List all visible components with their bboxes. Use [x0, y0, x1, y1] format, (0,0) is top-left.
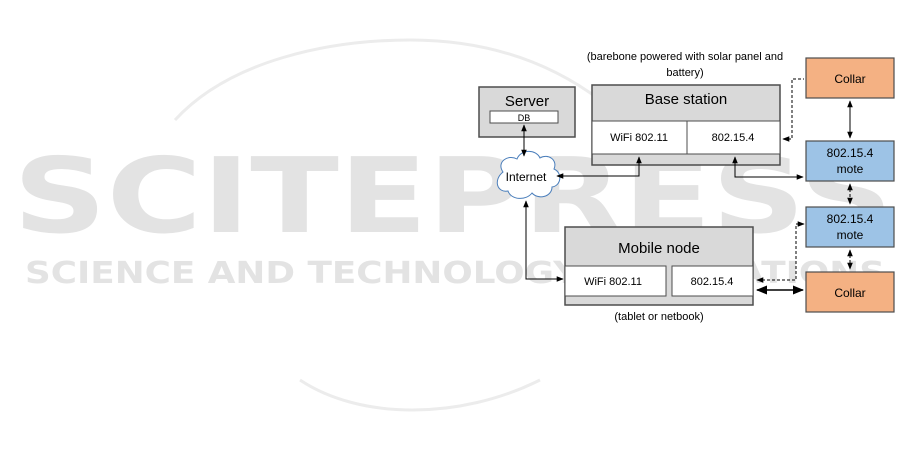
mobile-radio-label: 802.15.4	[691, 276, 734, 288]
base-station-box: Base station WiFi 802.11 802.15.4	[592, 85, 780, 165]
mobile-node-title: Mobile node	[618, 240, 700, 257]
base-station-note-line1: (barebone powered with solar panel and	[587, 51, 783, 63]
base-station-note-line2: battery)	[666, 67, 703, 79]
server-box: Server DB	[479, 87, 575, 137]
base-wifi-label: WiFi 802.11	[610, 132, 668, 144]
mote-bottom-line2: mote	[837, 228, 864, 242]
collar-bottom-label: Collar	[834, 286, 865, 300]
collar-top-label: Collar	[834, 72, 865, 86]
internet-label: Internet	[506, 170, 547, 184]
mobile-node-note: (tablet or netbook)	[614, 311, 703, 323]
db-label: DB	[518, 113, 531, 123]
mote-top-line1: 802.15.4	[827, 146, 874, 160]
mote-top-box: 802.15.4 mote	[806, 141, 894, 181]
server-title: Server	[505, 93, 549, 110]
mobile-node-box: Mobile node WiFi 802.11 802.15.4	[565, 227, 753, 305]
mote-top-line2: mote	[837, 162, 864, 176]
collar-top-box: Collar	[806, 58, 894, 98]
mote-bottom-box: 802.15.4 mote	[806, 207, 894, 247]
link-base-radio-collar-top-dashed	[783, 79, 804, 139]
mote-bottom-line1: 802.15.4	[827, 212, 874, 226]
watermark-tagline: SCIENCE AND TECHNOLOGY PUBLICATIONS	[25, 256, 885, 291]
base-radio-label: 802.15.4	[712, 132, 755, 144]
base-station-title: Base station	[645, 91, 728, 108]
collar-bottom-box: Collar	[806, 272, 894, 312]
internet-cloud: Internet	[497, 151, 560, 198]
mobile-wifi-label: WiFi 802.11	[584, 276, 642, 288]
